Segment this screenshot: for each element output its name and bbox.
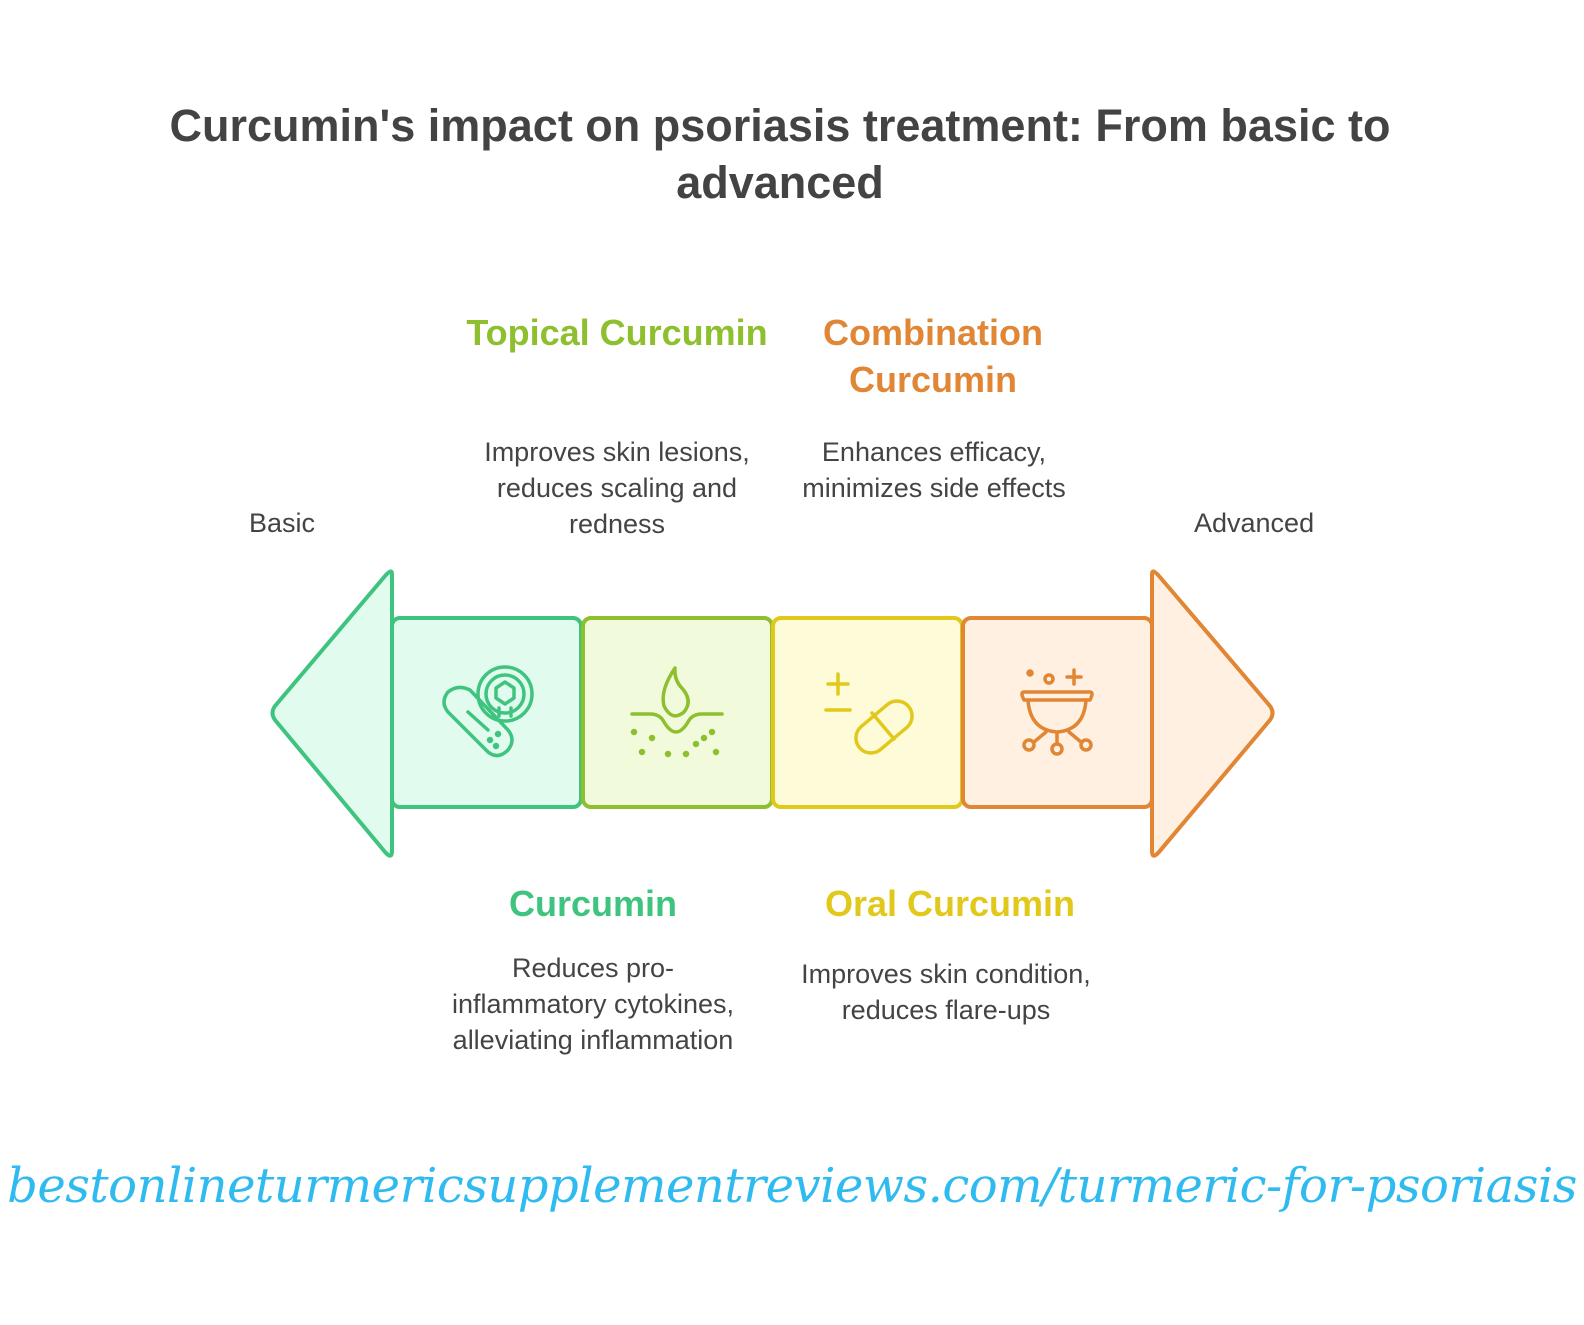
footer-url[interactable]: bestonlineturmericsupplementreviews.com/… [7, 1158, 1577, 1214]
stage-title-combination-curcumin: Combination Curcumin [823, 312, 1043, 400]
stage-title-curcumin: Curcumin [508, 883, 677, 924]
pill-plus-minus-icon [824, 672, 914, 755]
stage-desc-oral-curcumin: Improves skin condition, reduces flare-u… [801, 959, 1091, 1025]
advanced-label: Advanced [1194, 508, 1315, 538]
stage-desc-topical-curcumin: Improves skin lesions, reduces scaling a… [484, 437, 750, 539]
advanced-arrowhead [1150, 569, 1275, 858]
segment-topical-curcumin [581, 616, 774, 809]
segment-combination-curcumin [961, 616, 1154, 809]
skin-droplet-icon [630, 666, 724, 758]
stage-desc-curcumin: Reduces pro-inflammatory cytokines, alle… [451, 953, 735, 1055]
stage-title-oral-curcumin: Oral Curcumin [824, 883, 1076, 924]
stage-title-topical-curcumin: Topical Curcumin [466, 312, 768, 353]
capsule-molecule-icon [442, 665, 534, 758]
basic-label: Basic [249, 508, 316, 538]
basic-arrowhead [270, 569, 394, 858]
diagram-title: Curcumin's impact on psoriasis treatment… [169, 100, 1391, 208]
stage-desc-combination-curcumin: Enhances efficacy, minimizes side effect… [802, 437, 1066, 503]
cauldron-icon [1020, 668, 1094, 756]
segment-oral-curcumin [771, 616, 964, 809]
